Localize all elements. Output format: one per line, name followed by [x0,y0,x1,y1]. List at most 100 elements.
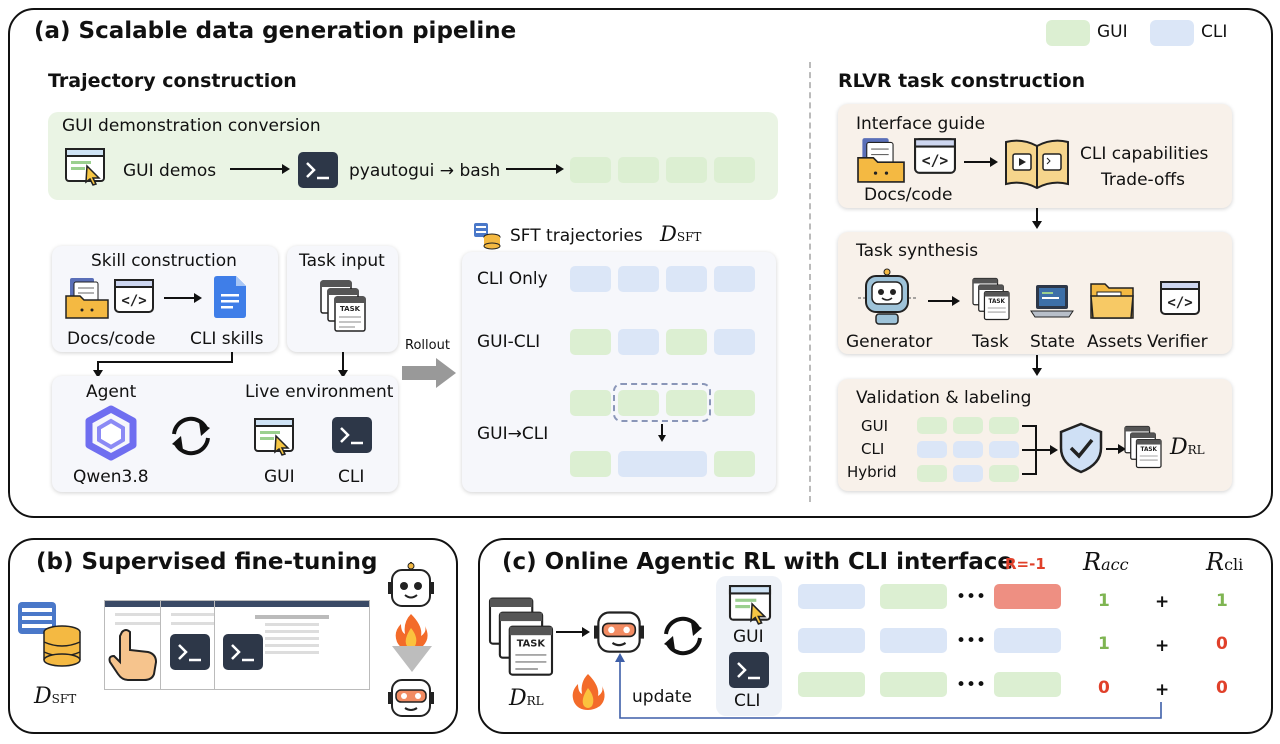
tuned-robot-icon [388,679,434,717]
svg-text:TASK: TASK [340,305,361,313]
rl-traj-3-ellipsis: ••• [956,675,987,695]
svg-text:</>: </> [922,152,949,169]
policy-robot-icon [594,611,644,653]
env-terminal-icon [332,417,372,453]
panel-b-down-arrow [392,646,432,672]
rollout-arrow [402,358,456,388]
rl-traj-3-step-1 [798,672,865,697]
docs-folder-icon [65,278,109,319]
gui-conversion-title: GUI demonstration conversion [62,116,321,136]
arrow-convert-to-traj [506,164,564,174]
sft-gui-to-cli-merged-1 [570,451,611,477]
svg-text:TASK: TASK [989,299,1006,305]
base-robot-icon [388,562,434,607]
val-cli-step-1 [917,441,947,458]
convert-label: pyautogui → bash [349,161,501,181]
sft-gui-cli-step-3 [666,329,707,355]
rl-traj-1-ellipsis: ••• [956,587,987,607]
env-cli-label: CLI [338,467,365,487]
rollout-label: Rollout [405,338,450,353]
fire-icon [395,614,428,650]
terminal-icon [298,152,338,188]
validation-bracket [1022,425,1058,475]
panel-c-cli-label: CLI [734,691,761,711]
sft-gui-to-cli-merged-cli [618,451,707,477]
svg-text:TASK: TASK [517,638,546,649]
state-laptop-icon [1030,285,1074,318]
reward-2-acc: 1 [1098,634,1110,654]
panel-c-gui-icon [728,585,772,625]
rl-task-stack-icon: TASK [1124,425,1162,469]
sft-gui-cli-step-2 [618,329,659,355]
panel-c-fire-icon [572,674,605,710]
arrow-gui-to-cli-merge [658,424,666,442]
interface-guide-title: Interface guide [856,114,986,134]
qwen-logo-icon [85,405,137,461]
arrow-demos-to-terminal [230,164,290,174]
generator-robot-icon [858,268,916,325]
rl-traj-2-step-3 [994,628,1061,653]
database-stack-icon [474,223,501,250]
synth-verifier-label: Verifier [1147,332,1208,352]
synth-task-icon: TASK [972,277,1010,321]
gui-window-icon [65,148,105,186]
sft-dataset-symbol: DSFT [660,222,702,246]
interface-docs-label: Docs/code [864,185,953,205]
sft-gui-to-cli-merged-2 [714,451,755,477]
cli-skills-label: CLI skills [190,329,264,349]
hand-pointer-icon [108,629,158,681]
val-gui-step-3 [989,417,1019,434]
code-window-icon: </> [114,279,154,313]
legend-cli-label: CLI [1201,22,1228,42]
cli-capabilities-label: CLI capabilities [1080,144,1209,164]
reward-3-plus: + [1155,680,1170,700]
sft-cli-only-step-1 [570,266,611,292]
synth-task-label: Task [972,332,1009,352]
interface-code-window-icon: </> [914,138,956,174]
panel-b-terminal-icon-2 [223,634,263,670]
validation-row-cli: CLI [861,440,885,458]
converted-step-3 [666,157,707,183]
sft-trajectories-title: SFT trajectories [510,226,643,246]
gui-demos-label: GUI demos [123,161,217,181]
svg-text:</>: </> [1167,295,1192,311]
sft-gui-cli-step-1 [570,329,611,355]
verifier-code-icon: </> [1160,281,1200,315]
val-cli-step-3 [989,441,1019,458]
agent-model-label: Qwen3.8 [73,467,149,487]
reward-3-cli: 0 [1216,678,1228,698]
val-gui-step-1 [917,417,947,434]
validation-title: Validation & labeling [856,388,1032,408]
interface-docs-folder-icon [857,138,905,183]
sft-cli-only-step-4 [714,266,755,292]
screenshot-3 [214,600,370,690]
arrow-docs-to-book [964,157,998,167]
skill-docs-label: Docs/code [67,329,156,349]
legend-cli-swatch [1150,20,1194,46]
open-book-icon [1005,139,1069,190]
shield-check-icon [1059,422,1103,474]
panel-c-terminal-icon [729,652,769,688]
validation-row-hybrid: Hybrid [847,463,897,481]
sft-gui-to-cli-step-4 [714,390,755,416]
connector-skills-to-agent [93,352,233,378]
sft-gui-cli-step-4 [714,329,755,355]
synth-generator-label: Generator [846,332,933,352]
converted-step-1 [570,157,611,183]
env-gui-label: GUI [264,467,295,487]
arrow-generator-to-task [928,296,960,306]
rl-traj-1-step-2 [880,584,947,609]
update-label: update [632,687,692,707]
sft-cli-only-step-2 [618,266,659,292]
reward-3-acc: 0 [1098,678,1110,698]
env-gui-icon [254,418,294,456]
reward-2-plus: + [1155,636,1170,656]
trade-offs-label: Trade-offs [1101,170,1185,190]
arrow-shield-to-dataset [1106,444,1126,454]
gui-conversion-box [48,112,778,200]
live-env-title: Live environment [245,382,394,402]
panel-c-title: (c) Online Agentic RL with CLI interface [502,549,1014,575]
converted-step-2 [618,157,659,183]
rl-traj-1-step-1 [798,584,865,609]
server-database-icon [18,602,81,667]
